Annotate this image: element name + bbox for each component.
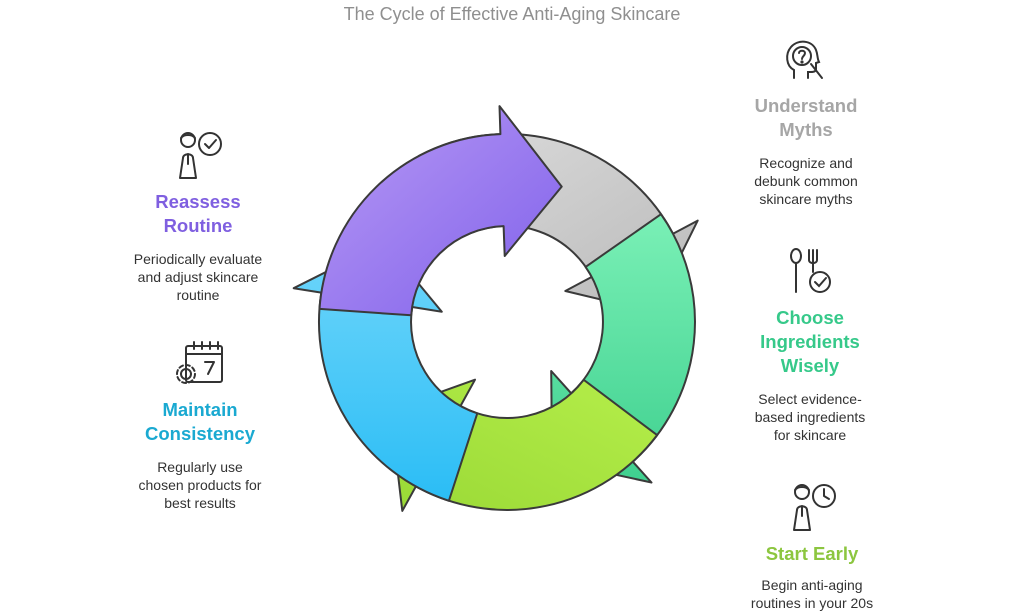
step-understand-myths: Understand Myths Recognize and debunk co… <box>706 36 906 208</box>
calendar-gear-icon <box>176 341 223 384</box>
head-question-search-icon <box>786 40 823 79</box>
step-description: Periodically evaluate and adjust skincar… <box>133 251 263 303</box>
step-heading: Understand Myths <box>754 95 858 140</box>
step-heading: Maintain Consistency <box>144 399 255 444</box>
arrow-reassess-routine <box>318 105 563 317</box>
step-reassess-routine: Reassess Routine Periodically evaluate a… <box>98 128 298 304</box>
step-description: Select evidence- based ingredients for s… <box>754 391 866 443</box>
diagram-title: The Cycle of Effective Anti-Aging Skinca… <box>343 4 681 24</box>
spoon-fork-check-icon <box>790 248 831 293</box>
step-description: Regularly use chosen products for best r… <box>138 459 262 511</box>
step-heading: Reassess Routine <box>155 191 241 236</box>
person-check-icon <box>179 132 222 179</box>
step-maintain-consistency: Maintain Consistency Regularly use chose… <box>100 340 300 512</box>
step-start-early: Start Early Begin anti-aging routines in… <box>712 480 912 612</box>
step-description: Recognize and debunk common skincare myt… <box>754 155 858 207</box>
step-description: Begin anti-aging routines in your 20s <box>750 577 874 611</box>
step-choose-ingredients: Choose Ingredients Wisely Select evidenc… <box>710 246 910 444</box>
person-clock-icon <box>793 484 836 531</box>
step-heading: Start Early <box>765 543 859 564</box>
step-heading: Choose Ingredients Wisely <box>760 307 860 376</box>
